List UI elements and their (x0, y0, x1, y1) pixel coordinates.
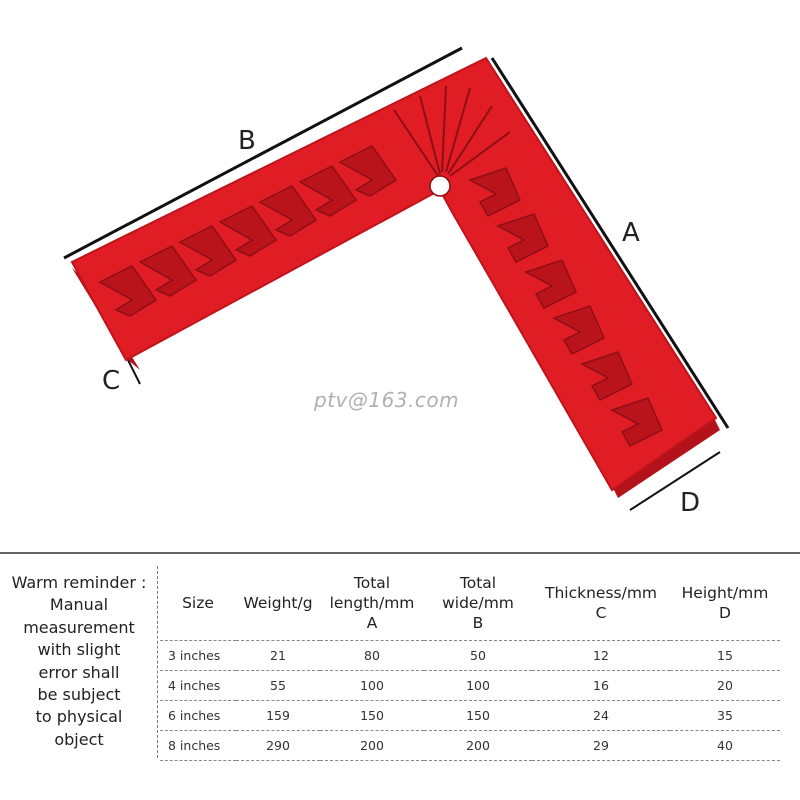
dimension-label-b: B (238, 126, 256, 156)
dimension-label-d: D (680, 488, 701, 518)
cell-length: 150 (320, 700, 424, 731)
cell-weight: 159 (236, 700, 320, 731)
cell-size: 3 inches (160, 640, 236, 671)
section-divider (0, 552, 800, 554)
header-total-wide: Total wide/mm B (442, 574, 514, 632)
cell-wide: 150 (424, 700, 532, 731)
table-row: 8 inches 290 200 200 29 40 (160, 730, 780, 761)
cell-wide: 200 (424, 730, 532, 761)
dimension-line-a (490, 57, 730, 429)
cell-weight: 290 (236, 730, 320, 761)
cell-thickness: 24 (532, 700, 670, 731)
table-header-row: Size Weight/g Total length/mm A Total wi… (160, 566, 780, 641)
cell-size: 6 inches (160, 700, 236, 731)
dimension-label-c: C (102, 366, 121, 396)
dimension-line-d (629, 451, 721, 511)
cell-height: 15 (670, 640, 780, 671)
table-row: 4 inches 55 100 100 16 20 (160, 670, 780, 701)
cell-weight: 21 (236, 640, 320, 671)
cell-size: 4 inches (160, 670, 236, 701)
cell-height: 40 (670, 730, 780, 761)
dimension-line-c (127, 359, 141, 385)
spec-table: Size Weight/g Total length/mm A Total wi… (160, 566, 780, 761)
clamp-top-face (70, 56, 718, 492)
table-row: 3 inches 21 80 50 12 15 (160, 640, 780, 671)
cell-wide: 100 (424, 670, 532, 701)
table-row: 6 inches 159 150 150 24 35 (160, 700, 780, 731)
cell-thickness: 16 (532, 670, 670, 701)
cell-thickness: 29 (532, 730, 670, 761)
cell-thickness: 12 (532, 640, 670, 671)
header-weight: Weight/g (243, 594, 313, 612)
cell-size: 8 inches (160, 730, 236, 761)
corner-clamp-illustration (63, 46, 730, 511)
cell-length: 80 (320, 640, 424, 671)
cell-wide: 50 (424, 640, 532, 671)
clamp-body (70, 56, 720, 498)
cell-weight: 55 (236, 670, 320, 701)
cell-height: 20 (670, 670, 780, 701)
cell-length: 200 (320, 730, 424, 761)
dimension-line-b (63, 46, 463, 260)
header-thickness: Thickness/mm C (544, 584, 658, 622)
spec-section: Warm reminder : Manual measurement with … (0, 552, 800, 762)
dimension-label-a: A (622, 218, 640, 248)
header-height: Height/mm D (681, 584, 769, 622)
header-total-length: Total length/mm A (329, 574, 415, 632)
header-size: Size (182, 594, 214, 612)
corner-hole (429, 175, 451, 197)
watermark-text: ptv@163.com (314, 388, 460, 412)
cell-length: 100 (320, 670, 424, 701)
reminder-separator (157, 566, 158, 758)
cell-height: 35 (670, 700, 780, 731)
warm-reminder-note: Warm reminder : Manual measurement with … (11, 573, 147, 749)
